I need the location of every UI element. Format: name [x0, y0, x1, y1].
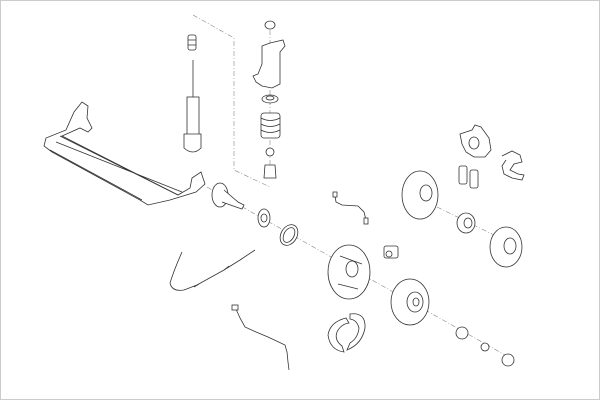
spring-seat [261, 94, 279, 104]
grease-cap [501, 353, 515, 367]
disc-splash-shield [401, 170, 439, 220]
caliper-carrier [501, 150, 525, 181]
bump-stop [187, 34, 197, 51]
shock-absorber [183, 60, 202, 153]
wheel-cylinder [383, 245, 399, 259]
brake-drum [390, 278, 430, 326]
brake-shoes [327, 313, 366, 353]
wheel-hub [456, 212, 476, 234]
brake-pads [458, 165, 479, 189]
backing-plate [327, 244, 371, 300]
rear-axle-beam [43, 101, 206, 206]
abs-ring [279, 224, 299, 246]
strut-mount [252, 20, 286, 89]
stub-axle [211, 182, 245, 210]
bump-stop-lower [263, 147, 277, 179]
brake-hose [332, 191, 369, 225]
brake-caliper [459, 124, 492, 158]
hub-cap [455, 326, 469, 340]
brake-disc [489, 226, 523, 268]
wheel-bearing [257, 208, 271, 228]
abs-sensor [231, 304, 290, 371]
axle-nut [480, 342, 490, 352]
handbrake-cable [169, 249, 256, 291]
coil-spring [260, 112, 281, 139]
